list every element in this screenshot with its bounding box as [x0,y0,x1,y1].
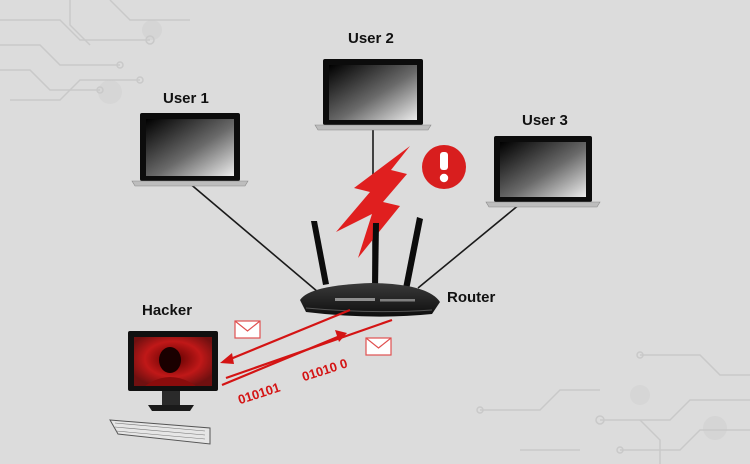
envelope-icon [234,320,261,339]
attack-traffic [220,308,393,387]
label-hacker: Hacker [142,302,193,319]
laptop-user1[interactable] [131,113,249,187]
laptop-user3[interactable] [485,136,601,208]
envelope-icon [365,337,392,356]
label-router: Router [447,289,496,306]
label-user2: User 2 [348,30,394,47]
router-icon[interactable] [300,217,440,317]
hacker-monitor-icon [128,331,218,411]
leak-line-router [225,318,393,380]
circuit-decoration-bottom-right [476,351,750,464]
lightning-bolt-icon [336,146,410,258]
arrow-router-to-hacker [227,308,351,362]
keyboard-icon [109,419,211,445]
alert-icon [422,145,466,189]
arrowhead-left [220,353,234,364]
laptop-user2[interactable] [314,59,432,131]
circuit-decoration-top-left [0,0,190,104]
link-user3-router [417,203,521,289]
label-user1: User 1 [163,90,209,107]
link-user1-router [187,181,319,293]
label-user3: User 3 [522,112,568,129]
